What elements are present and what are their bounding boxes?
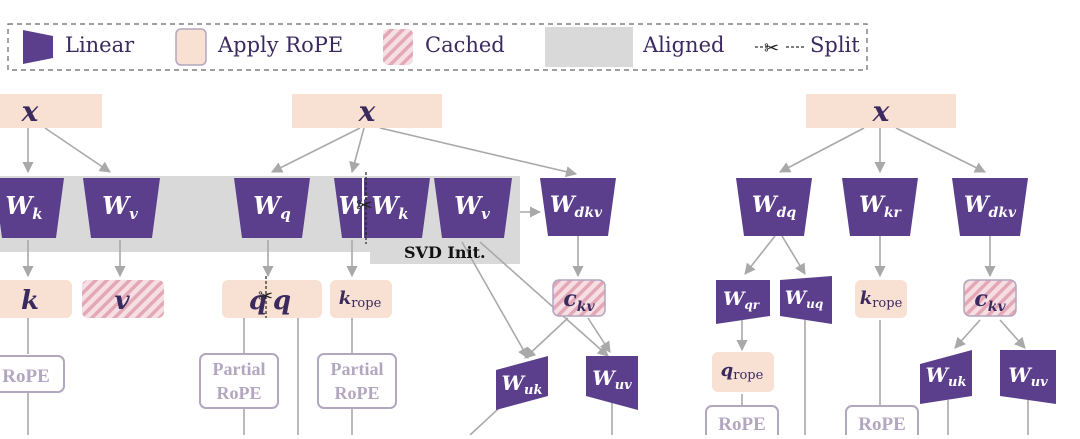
linear-wdkv-right: Wdkv (952, 178, 1028, 236)
linear-wkr-right: Wkr (842, 178, 918, 236)
qrope-box-right (712, 352, 774, 392)
q-rope-box-middle (222, 280, 322, 318)
qrope-symbol-right: qrope (721, 360, 764, 383)
rope-box-right-q (705, 405, 779, 439)
x-symbol-middle: x (358, 95, 376, 128)
arrows (22, 127, 1029, 436)
linear-wv-middle: Wv (434, 178, 512, 238)
krope-symbol-middle: krope (339, 288, 382, 311)
input-x-left (0, 94, 102, 128)
legend-linear-label: Linear (65, 33, 135, 57)
svg-text:Wk: Wk (371, 191, 408, 223)
linear-wuq-right: Wuq (780, 276, 832, 324)
linear-wdkv-middle: Wdkv (540, 178, 616, 236)
rope-legend-icon (175, 28, 207, 66)
rope-label-right-k: RoPE (858, 414, 906, 435)
krope-box-right (855, 280, 907, 318)
x-symbol-right: x (872, 95, 890, 128)
svg-text:Wdq: Wdq (752, 192, 797, 221)
linear-legend-icon (23, 30, 53, 64)
linear-wuk-middle: Wuk (496, 356, 548, 410)
rope-label-left: RoPE (2, 366, 50, 387)
partial-label-q: Partial (213, 359, 266, 379)
svg-text:Wuk: Wuk (926, 363, 967, 390)
svg-text:Wkr: Wkr (859, 192, 902, 221)
svg-text:Wdkv: Wdkv (550, 192, 603, 221)
svg-text:Wuv: Wuv (1008, 363, 1048, 390)
ckv-symbol-middle: ckv (563, 286, 595, 315)
partial-rope-box-k (317, 353, 397, 409)
linear-wq-middle: Wq (234, 178, 310, 238)
linear-wk-middle-split: W Wk ✂ (334, 172, 430, 244)
linear-wuk-right: Wuk (920, 350, 972, 404)
svg-text:Wv: Wv (454, 191, 490, 223)
legend-rope-label: Apply RoPE (217, 33, 343, 57)
cached-legend-icon (383, 29, 413, 65)
svg-text:Wuv: Wuv (592, 366, 632, 393)
legend-aligned-label: Aligned (642, 33, 724, 57)
svg-text:Wuk: Wuk (502, 371, 543, 398)
svg-text:Wdkv: Wdkv (964, 192, 1017, 221)
split-scissors-icon: ✂ (356, 193, 373, 217)
partial-rope-label-k: RoPE (335, 383, 380, 403)
rope-label-right-q: RoPE (718, 414, 766, 435)
rope-box-right-k (845, 405, 919, 439)
legend-cached-label: Cached (425, 33, 505, 57)
aligned-legend-icon (545, 27, 633, 67)
input-x-right (806, 94, 956, 128)
legend-split-label: Split (810, 33, 860, 57)
partial-rope-box-q (199, 353, 279, 409)
svg-text:Wq: Wq (253, 191, 290, 223)
krope-box-middle (330, 280, 392, 318)
linear-wuv-middle: Wuv (586, 356, 638, 410)
svg-text:Wqr: Wqr (723, 288, 761, 312)
ckv-cached-box-right (963, 279, 1017, 317)
k-rope-box-left (0, 280, 72, 318)
legend: Linear Apply RoPE Cached Aligned ✂ Split (7, 23, 868, 71)
input-x-middle (292, 94, 442, 128)
x-symbol-left: x (21, 95, 39, 128)
partial-rope-label-q: RoPE (217, 383, 262, 403)
v-cached-box-left (82, 280, 164, 318)
rope-box-left (0, 355, 65, 393)
scissors-icon: ✂ (755, 38, 804, 59)
ckv-cached-box-middle (552, 279, 606, 317)
linear-wuv-right: Wuv (1000, 350, 1056, 404)
split-scissors-q-icon: ✂ (258, 286, 273, 307)
krope-symbol-right: krope (860, 288, 903, 311)
v-symbol-left: v (114, 286, 130, 316)
k-symbol-left: k (21, 286, 39, 316)
linear-wk-left: Wk (0, 178, 64, 238)
q-symbol-middle-b: q (273, 286, 291, 316)
svg-text:Wk: Wk (5, 191, 42, 223)
svd-init-label: SVD Init. (404, 243, 486, 262)
linear-wdq-right: Wdq (736, 178, 812, 236)
q-symbol-middle-a: q (249, 286, 267, 316)
svg-text:✂: ✂ (764, 38, 779, 59)
svg-text:Wuq: Wuq (785, 287, 823, 311)
legend-frame (7, 23, 868, 71)
partial-label-k: Partial (331, 359, 384, 379)
svg-text:Wv: Wv (102, 191, 138, 223)
linear-wv-left: Wv (83, 178, 160, 238)
ckv-symbol-right: ckv (974, 286, 1006, 315)
linear-wqr-right: Wqr (716, 280, 770, 324)
